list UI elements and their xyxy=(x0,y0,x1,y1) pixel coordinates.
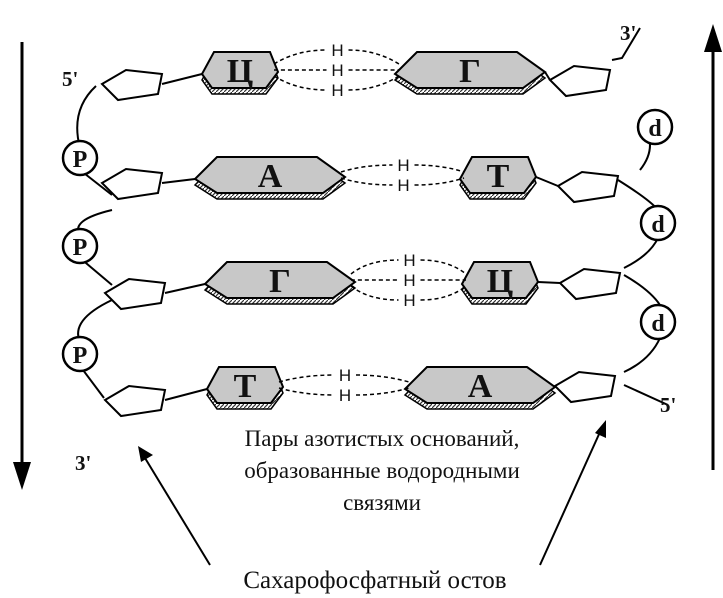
base-right: А xyxy=(403,366,557,410)
phosphate-left-1-label: P xyxy=(73,147,88,173)
base-right: Ц xyxy=(460,261,540,305)
hydrogen-bond-label: H xyxy=(403,271,415,290)
base-right-letter: Г xyxy=(459,53,481,90)
end-label-left-bottom: 3' xyxy=(75,451,91,475)
hydrogen-bond-label: H xyxy=(339,366,351,385)
base-left-letter: Г xyxy=(269,263,291,300)
phosphate-left-3: P xyxy=(61,335,99,373)
base-right: Г xyxy=(393,51,547,95)
left-direction-arrow xyxy=(13,42,31,490)
end-label-right-bottom: 5' xyxy=(660,393,676,417)
sugar-ring xyxy=(558,267,622,301)
sugar-ring xyxy=(548,64,612,98)
hydrogen-bond-label: H xyxy=(331,61,343,80)
caption-pairs-line-2: образованные водородными xyxy=(244,458,520,483)
sugar-ring xyxy=(103,384,167,418)
phosphate-left-3-label: P xyxy=(73,343,88,369)
phosphate-right-2-label: d xyxy=(651,212,665,238)
caption-pairs-line-1: Пары азотистых оснований, xyxy=(245,426,520,451)
base-left: Ц xyxy=(200,51,280,95)
base-left: Т xyxy=(205,366,285,410)
hydrogen-bond-label: H xyxy=(403,291,415,310)
sugar-ring xyxy=(556,170,620,204)
base-right: Т xyxy=(458,156,538,200)
end-label-left-top: 5' xyxy=(62,67,78,91)
sugar-ring xyxy=(100,167,164,201)
phosphate-right-1: d xyxy=(636,108,674,146)
hydrogen-bond-label: H xyxy=(403,251,415,270)
base-left-letter: Т xyxy=(234,368,257,405)
base-right-letter: Т xyxy=(487,158,510,195)
pointer-arrow-right xyxy=(539,420,606,566)
hydrogen-bond-label: H xyxy=(397,156,409,175)
sugar-ring xyxy=(100,68,164,102)
right-direction-arrow xyxy=(704,24,722,470)
base-right-letter: А xyxy=(468,368,493,405)
phosphate-right-3: d xyxy=(639,303,677,341)
base-left: Г xyxy=(203,261,357,305)
hydrogen-bond-label: H xyxy=(331,81,343,100)
phosphate-left-1: P xyxy=(61,139,99,177)
phosphate-left-2-label: P xyxy=(73,235,88,261)
phosphate-right-3-label: d xyxy=(651,311,665,337)
caption-backbone: Сахарофосфатный остов xyxy=(243,567,506,594)
base-right-letter: Ц xyxy=(487,263,513,300)
sugar-rings xyxy=(100,64,622,418)
phosphate-right-1-label: d xyxy=(648,116,662,142)
hydrogen-bond-label: H xyxy=(339,386,351,405)
sugar-ring xyxy=(553,370,617,404)
end-label-right-top: 3' xyxy=(620,21,636,45)
base-pair-row: Т А HH xyxy=(164,366,557,410)
hydrogen-bond-label: H xyxy=(331,41,343,60)
base-left-letter: Ц xyxy=(227,53,253,90)
base-left: А xyxy=(193,156,347,200)
hydrogen-bond-label: H xyxy=(397,176,409,195)
phosphate-right-2: d xyxy=(639,204,677,242)
base-left-letter: А xyxy=(258,158,283,195)
caption-pairs-line-3: связями xyxy=(343,490,421,515)
sugar-ring xyxy=(103,277,167,311)
base-pair-row: А Т HH xyxy=(161,156,559,200)
pointer-arrow-left xyxy=(138,446,211,566)
phosphate-left-2: P xyxy=(61,227,99,265)
